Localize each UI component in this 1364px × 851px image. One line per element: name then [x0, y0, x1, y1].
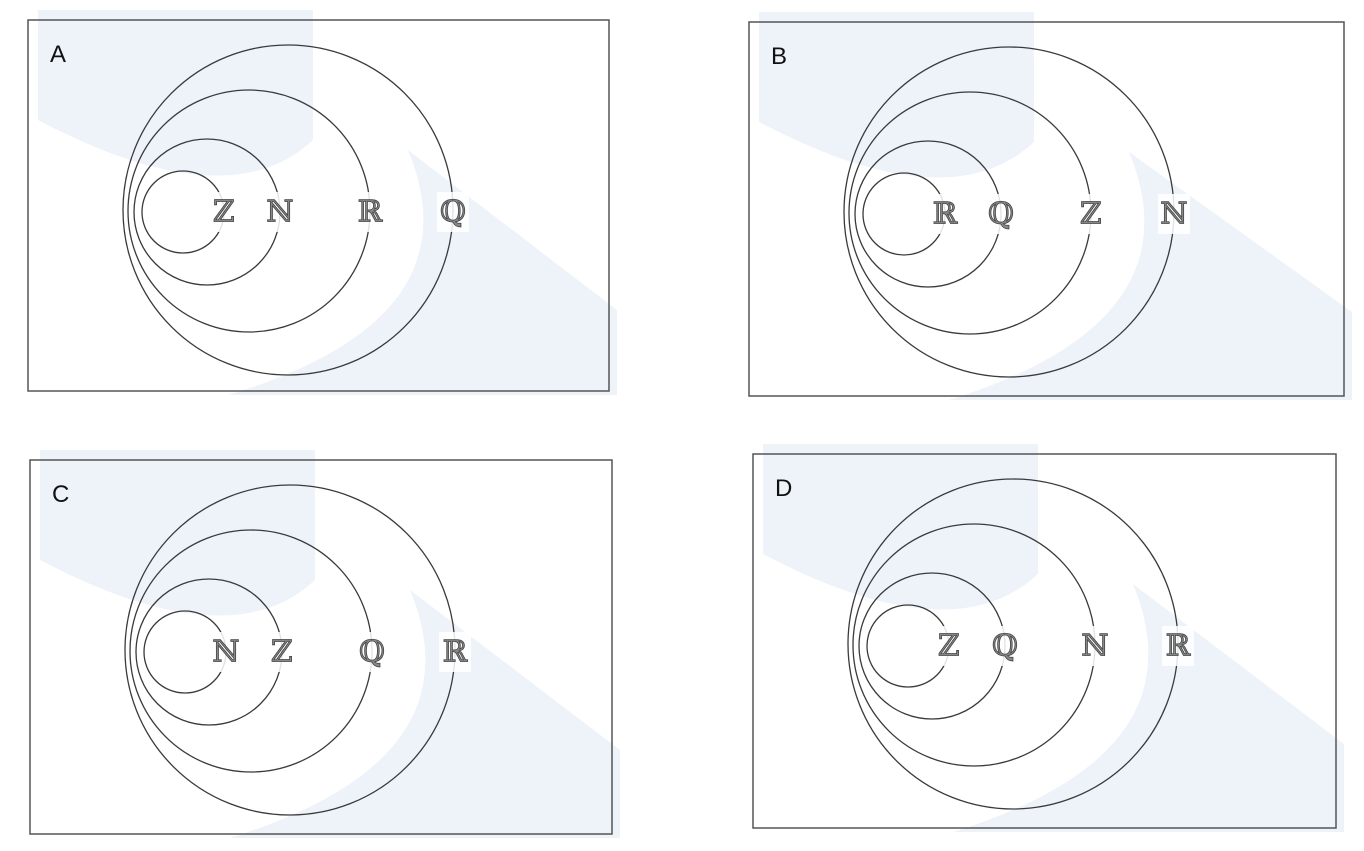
- label-background: [264, 192, 296, 232]
- label-background: [356, 632, 388, 672]
- set-label: ℕ: [266, 195, 293, 230]
- label-background: [354, 192, 386, 232]
- watermark-shape: [230, 590, 620, 838]
- set-label: ℝ: [1166, 629, 1192, 664]
- panel-letter: A: [50, 41, 66, 68]
- watermark-shape: [953, 584, 1344, 832]
- panel-border: [748, 21, 1345, 397]
- set-label: ℝ: [358, 195, 384, 230]
- label-background: [210, 632, 242, 672]
- label-background: [929, 194, 961, 234]
- set-label: ℚ: [988, 197, 1014, 232]
- set-label: ℤ: [213, 195, 235, 230]
- panel-border: [27, 19, 610, 392]
- set-label: ℚ: [992, 629, 1018, 664]
- set-label: ℤ: [938, 629, 960, 664]
- label-background: [1158, 194, 1190, 234]
- set-label: ℕ: [1081, 629, 1108, 664]
- panel-border: [29, 459, 613, 835]
- set-label: ℤ: [271, 635, 293, 670]
- set-label: ℝ: [443, 635, 469, 670]
- watermark-shape: [228, 150, 617, 395]
- panel-letter: B: [771, 43, 787, 70]
- panel-letter: C: [52, 481, 69, 508]
- label-background: [439, 632, 471, 672]
- panel-letter: D: [775, 475, 792, 502]
- panel-border: [752, 453, 1337, 829]
- set-label: ℕ: [212, 635, 239, 670]
- set-label: ℝ: [933, 197, 959, 232]
- label-background: [933, 626, 965, 666]
- set-label: ℤ: [1080, 197, 1102, 232]
- watermark-shape: [949, 152, 1352, 400]
- label-background: [437, 192, 469, 232]
- label-background: [1075, 194, 1107, 234]
- set-label: ℕ: [1160, 197, 1187, 232]
- label-background: [208, 192, 240, 232]
- label-background: [1079, 626, 1111, 666]
- label-background: [989, 626, 1021, 666]
- label-background: [985, 194, 1017, 234]
- label-background: [266, 632, 298, 672]
- set-label: ℚ: [359, 635, 385, 670]
- set-label: ℚ: [440, 195, 466, 230]
- label-background: [1162, 626, 1194, 666]
